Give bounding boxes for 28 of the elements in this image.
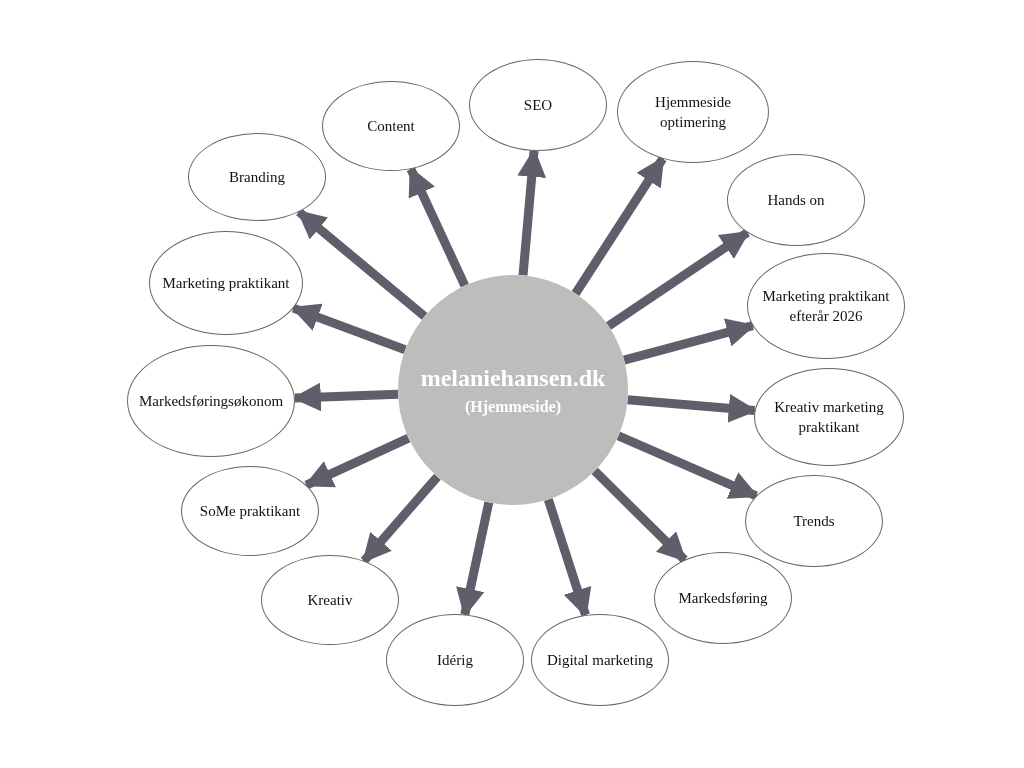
node-label: Content	[366, 116, 416, 136]
arrow	[290, 303, 407, 354]
node-label: Marketing praktikant	[161, 273, 291, 293]
arrow	[591, 467, 688, 563]
arrow	[616, 431, 759, 501]
center-title: melaniehansen.dk	[420, 364, 606, 393]
center-subtitle: (Hjemmeside)	[465, 396, 561, 418]
node-label: Hands on	[766, 190, 826, 210]
node-label: Kreativ marketing praktikant	[773, 397, 885, 437]
node-label: Markedsføringsøkonom	[137, 391, 285, 411]
arrow	[292, 382, 399, 412]
node-label: Digital marketing	[545, 650, 655, 670]
arrow	[606, 228, 750, 330]
arrow	[303, 434, 411, 490]
node-label: Hjemmeside optimering	[654, 92, 732, 132]
node-label: Branding	[228, 167, 286, 187]
arrow	[360, 473, 441, 564]
node-label: SoMe praktikant	[198, 501, 302, 521]
node-label: Trends	[792, 511, 836, 531]
arrow	[622, 318, 756, 365]
node-label: Kreativ	[306, 590, 354, 610]
arrow	[406, 166, 469, 288]
node-label: Idérig	[436, 650, 474, 670]
node-label: Markedsføring	[677, 588, 769, 608]
arrow	[296, 208, 428, 320]
node-label: SEO	[522, 95, 554, 115]
node-label: Marketing praktikant efterår 2026	[761, 286, 891, 326]
arrow	[571, 156, 667, 296]
